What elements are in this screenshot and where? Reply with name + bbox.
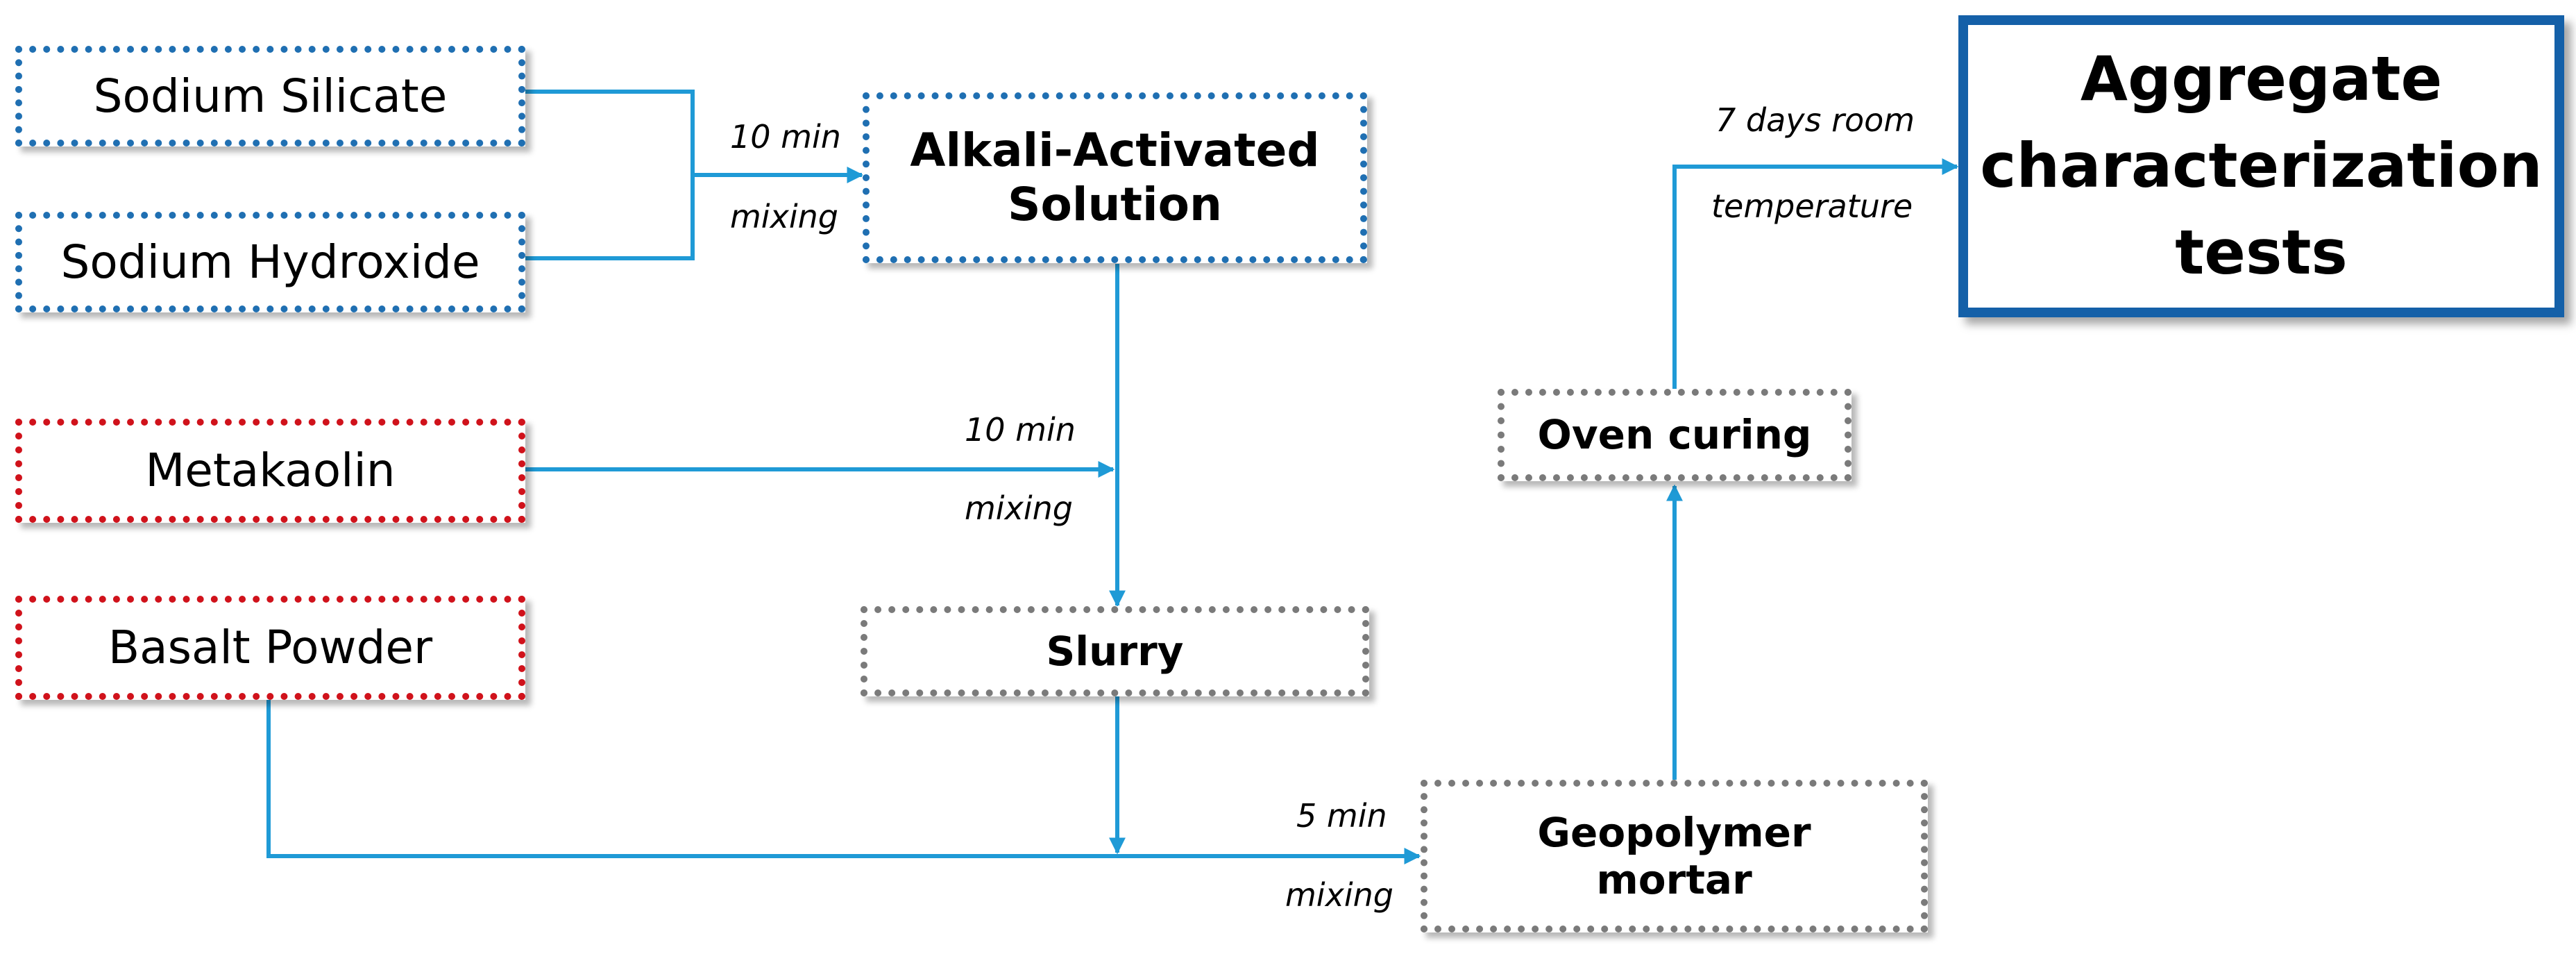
mortar-mixing-action-label: mixing (1285, 876, 1393, 914)
oven-curing-label: Oven curing (1537, 411, 1812, 459)
aggregate-line-2: characterization (1980, 130, 2543, 202)
connector-silicate-to-junction (524, 90, 695, 260)
metakaolin-box: Metakaolin (15, 419, 525, 523)
slurry-box: Slurry (861, 606, 1369, 696)
aggregate-characterization-tests-box: Aggregate characterization tests (1958, 15, 2564, 317)
activator-mixing-action-label: mixing (730, 198, 838, 235)
slurry-label: Slurry (1046, 627, 1184, 675)
metakaolin-label: Metakaolin (145, 444, 396, 498)
metakaolin-mixing-time-label: 10 min (965, 411, 1076, 449)
geopolymer-line-2: mortar (1596, 856, 1752, 903)
connector-oven-to-characterization (1672, 158, 1959, 390)
basalt-powder-label: Basalt Powder (108, 621, 433, 675)
mortar-mixing-time-label: 5 min (1296, 797, 1387, 835)
geopolymer-line-1: Geopolymer (1537, 808, 1811, 856)
alkali-activated-solution-box: Alkali-Activated Solution (863, 92, 1367, 263)
sodium-silicate-label: Sodium Silicate (93, 69, 448, 123)
curing-condition-label: temperature (1711, 187, 1913, 225)
sodium-silicate-box: Sodium Silicate (15, 46, 525, 147)
oven-curing-box: Oven curing (1498, 389, 1852, 481)
geopolymer-mortar-box: Geopolymer mortar (1421, 780, 1928, 932)
alkali-solution-line-2: Solution (1007, 178, 1222, 231)
aggregate-line-1: Aggregate (2080, 43, 2443, 115)
curing-duration-label: 7 days room (1715, 101, 1915, 139)
metakaolin-mixing-action-label: mixing (965, 489, 1073, 527)
aggregate-characterization-tests-label: Aggregate characterization tests (1980, 36, 2542, 296)
geopolymer-mortar-label: Geopolymer mortar (1537, 809, 1811, 904)
aggregate-line-3: tests (2175, 216, 2348, 288)
sodium-hydroxide-label: Sodium Hydroxide (60, 235, 480, 289)
connector-basalt-to-mortar (266, 698, 1421, 864)
sodium-hydroxide-box: Sodium Hydroxide (15, 212, 525, 312)
activator-mixing-time-label: 10 min (730, 118, 841, 156)
alkali-activated-solution-label: Alkali-Activated Solution (910, 124, 1319, 232)
basalt-powder-box: Basalt Powder (15, 596, 525, 700)
alkali-solution-line-1: Alkali-Activated (910, 124, 1320, 178)
